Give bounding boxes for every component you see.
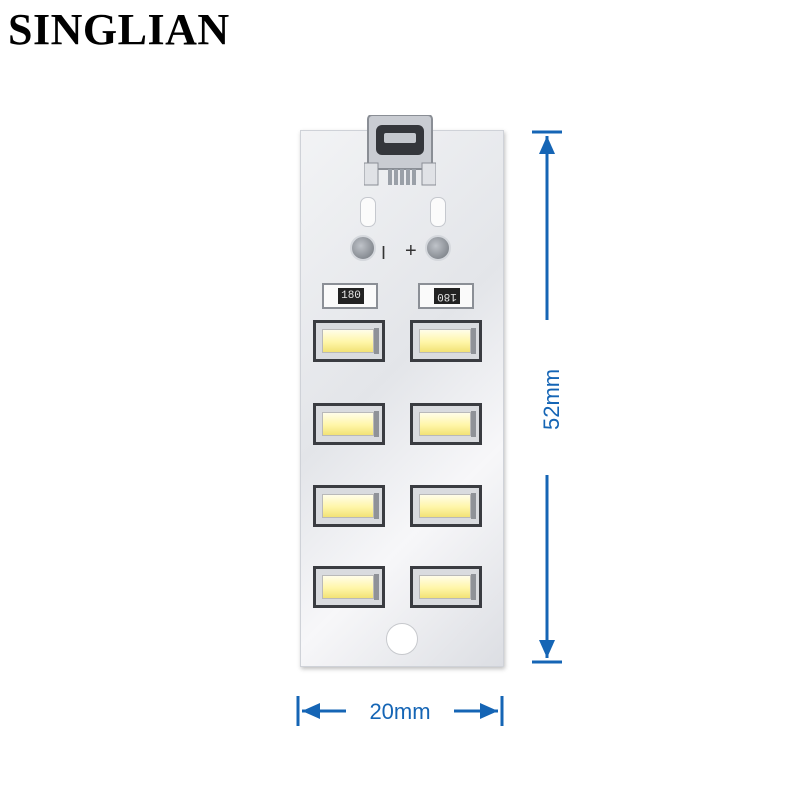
mounting-slot-left — [360, 197, 376, 227]
width-dimension-arrow — [296, 696, 504, 726]
micro-usb-connector-icon — [364, 115, 436, 186]
width-dimension-label: 20mm — [369, 699, 431, 724]
polarity-plus-label: + — [405, 240, 417, 262]
resistor-code-left: 180 — [338, 288, 364, 304]
smd-resistor-right: 180 — [418, 283, 474, 309]
smd-led-icon — [410, 403, 482, 445]
height-dimension-label: 52mm — [539, 368, 564, 430]
smd-led-icon — [410, 566, 482, 608]
resistor-code-right: 180 — [434, 288, 460, 304]
mounting-hole — [386, 623, 418, 655]
terminal-screw-icon — [350, 235, 376, 261]
smd-led-icon — [313, 485, 385, 527]
smd-resistor-left: 180 — [322, 283, 378, 309]
smd-led-icon — [410, 320, 482, 362]
smd-led-icon — [313, 566, 385, 608]
polarity-minus-label: I — [381, 243, 387, 263]
terminal-screw-icon — [425, 235, 451, 261]
smd-led-icon — [410, 485, 482, 527]
brand-logo: SINGLIAN — [8, 5, 230, 54]
smd-led-icon — [313, 320, 385, 362]
mounting-slot-right — [430, 197, 446, 227]
smd-led-icon — [313, 403, 385, 445]
height-dimension-arrow — [532, 130, 562, 664]
